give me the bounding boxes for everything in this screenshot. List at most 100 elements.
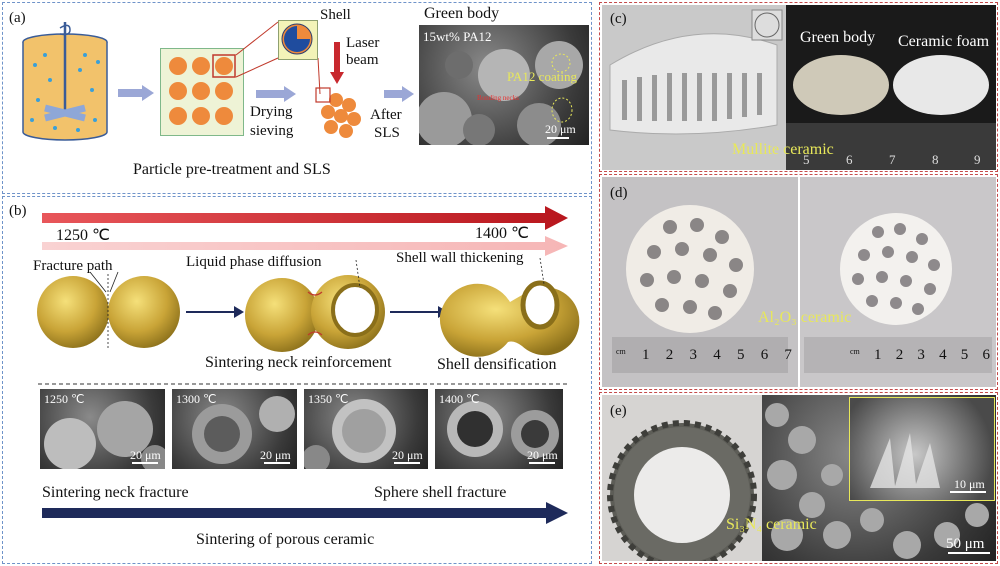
- ruler-right-3: 3: [917, 347, 925, 363]
- sls-label: SLS: [374, 125, 400, 141]
- ruler-left-5: 5: [736, 347, 745, 363]
- ruler-left-7: 7: [784, 347, 792, 363]
- arrow-right-2: [256, 86, 296, 102]
- ruler-right-1: 1: [873, 347, 882, 363]
- ruler-right-4: 4: [939, 347, 947, 363]
- panel-a: [2, 2, 592, 194]
- al2o3-photo-left: cm 1 2 3 4 5 6 7: [602, 177, 798, 387]
- panel-d-label: (d): [610, 185, 628, 201]
- sem-1300-spheres: [192, 396, 295, 464]
- sem-1400-temp: 1400 ℃: [439, 392, 480, 406]
- core-shell-particle-icon: [281, 23, 313, 55]
- sem-image-1250: 1250 ℃ 20 μm: [40, 389, 165, 469]
- si3n4-particles: [765, 403, 990, 559]
- si3n4-gear-photo: [602, 395, 762, 561]
- panel-c: [599, 2, 998, 172]
- honeycomb-model: [609, 9, 783, 135]
- mullite-label: Mullite ceramic: [732, 141, 834, 158]
- si3n4-label: Si₃N₄ ceramic: [726, 516, 817, 533]
- al2o3-disc-right: [804, 213, 992, 373]
- arrow-right-1: [118, 85, 154, 101]
- sem-1400-scale: 20 μm: [527, 448, 558, 462]
- panel-c-ceramic-foam: Ceramic foam: [898, 33, 990, 50]
- ruler-left-marks: cm 1 2 3 4 5 6 7: [616, 347, 792, 364]
- sphere-fracture-label: Sphere shell fracture: [374, 484, 507, 501]
- mullite-samples-photo: 5 6 7 8 9: [786, 5, 996, 170]
- sem-scale-bar-e-inset: 10 μm: [954, 477, 985, 491]
- ruler-right-5: 5: [960, 347, 969, 363]
- ruler-right-6: 6: [982, 347, 991, 363]
- sem-1400-spheres: [447, 401, 559, 464]
- particle-cluster: [315, 87, 361, 138]
- temperature-arrow: [42, 206, 568, 256]
- shell-wall-label: Shell wall thickening: [396, 250, 524, 266]
- green-body-label: Green body: [424, 5, 500, 22]
- mullite-samples: [786, 55, 996, 170]
- shell-label: Shell: [320, 7, 351, 23]
- temp-start-label: 1250 ℃: [56, 227, 110, 244]
- laser-label: Laser: [346, 35, 380, 51]
- al2o3-photo-right: cm 1 2 3 4 5 6: [800, 177, 996, 387]
- neck-fracture-label: Sintering neck fracture: [42, 484, 189, 501]
- sem-title: 15wt% PA12: [423, 29, 492, 44]
- panel-c-label: (c): [610, 11, 627, 27]
- arrow-right-3: [384, 86, 414, 102]
- panel-b-label: (b): [9, 203, 27, 219]
- panel-a-label: (a): [9, 10, 26, 26]
- beam-label: beam: [346, 52, 379, 68]
- ruler-mark-5: 5: [803, 152, 810, 167]
- ruler-left-2: 2: [665, 347, 674, 363]
- particle-grid-dots: [169, 54, 236, 125]
- sem-spheres: [419, 41, 583, 145]
- sem-1350-temp: 1350 ℃: [308, 392, 349, 406]
- sem-1300-scale: 20 μm: [260, 448, 291, 462]
- liquid-phase-label: Liquid phase diffusion: [186, 254, 322, 270]
- si3n4-sem-inset: 10 μm: [849, 397, 995, 501]
- sintering-diagram: [37, 257, 580, 385]
- ruler-right-marks: cm 1 2 3 4 5 6: [850, 347, 990, 364]
- mullite-3d-model-image: [602, 5, 786, 170]
- ruler-left-1: 1: [642, 347, 650, 363]
- panel-d: [599, 174, 998, 390]
- fracture-path-label: Fracture path: [33, 258, 113, 274]
- sieving-label: sieving: [250, 123, 294, 139]
- sem-1250-temp: 1250 ℃: [44, 392, 85, 406]
- al2o3-label: Al₂O₃ ceramic: [758, 309, 852, 326]
- panel-b: [2, 196, 592, 564]
- sem-scale-bar-a: 20 μm: [545, 122, 576, 136]
- sem-image-1350: 1350 ℃ 20 μm: [304, 389, 428, 469]
- mixing-tank-icon: [22, 22, 108, 141]
- panel-c-green-body: Green body: [800, 29, 876, 46]
- ruler-left-4: 4: [713, 347, 721, 363]
- panel-e: [599, 392, 998, 564]
- pa12-coating-label: PA12 coating: [507, 69, 577, 84]
- ruler-left-cm: cm: [616, 347, 626, 356]
- shell-densification-label: Shell densification: [437, 356, 557, 373]
- ruler-mark-8: 8: [932, 152, 939, 167]
- sem-scale-bar-e-main: 50 μm: [946, 536, 985, 552]
- drying-label: Drying: [250, 104, 293, 120]
- panel-a-caption: Particle pre-treatment and SLS: [133, 161, 331, 178]
- sem-1250-spheres: [44, 401, 165, 469]
- neck-reinforcement-label: Sintering neck reinforcement: [205, 354, 392, 371]
- sem-1350-spheres: [304, 399, 420, 469]
- ruler-right-cm: cm: [850, 347, 860, 356]
- panel-b-caption: Sintering of porous ceramic: [196, 531, 375, 548]
- after-label: After: [370, 107, 402, 123]
- ruler-left-6: 6: [760, 347, 769, 363]
- al2o3-disc-left: [612, 205, 788, 373]
- whisker-texture: [870, 433, 986, 493]
- green-body-sem-image: 15wt% PA12 PA12 coating Bonding necks 20…: [419, 25, 589, 145]
- temp-end-label: 1400 ℃: [475, 225, 529, 242]
- sem-1300-temp: 1300 ℃: [176, 392, 217, 406]
- sintering-arrow: [42, 502, 568, 524]
- laser-beam-arrow: [330, 42, 344, 84]
- panel-e-label: (e): [610, 403, 627, 419]
- sem-1350-scale: 20 μm: [392, 448, 423, 462]
- ruler-right-2: 2: [895, 347, 904, 363]
- sem-image-1300: 1300 ℃ 20 μm: [172, 389, 297, 469]
- ruler-mark-9: 9: [974, 152, 981, 167]
- ruler-left-3: 3: [689, 347, 697, 363]
- gear-icon: [607, 420, 757, 561]
- ruler-mark-7: 7: [889, 152, 896, 167]
